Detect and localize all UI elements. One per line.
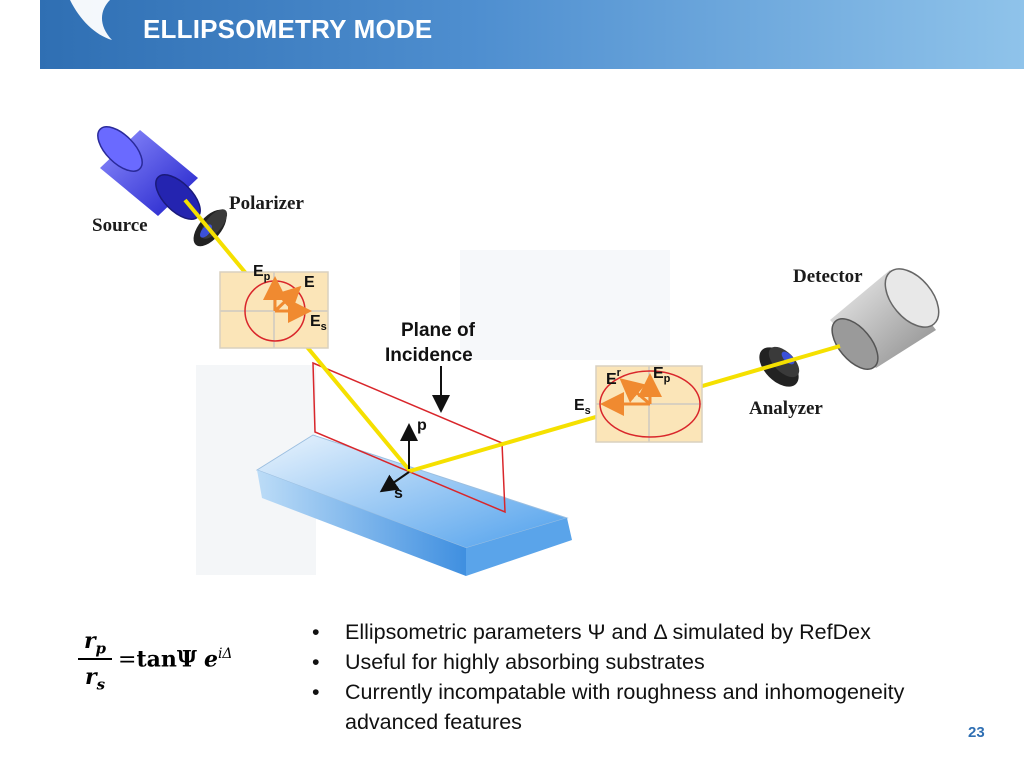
- background-panel: [460, 250, 670, 360]
- formula-rhs: =tanΨ eiΔ: [118, 646, 233, 673]
- incident-polarization-inset: [219, 271, 329, 349]
- incident-ep-label: Ep: [253, 263, 271, 283]
- formula-numerator: rp: [83, 628, 107, 658]
- reflected-e-label: Er: [606, 367, 622, 388]
- bullet-item: •Useful for highly absorbing substrates: [312, 650, 705, 674]
- source-label: Source: [92, 215, 148, 236]
- bullet-item: •Currently incompatable with roughness a…: [312, 680, 905, 734]
- page-title: ELLIPSOMETRY MODE: [143, 14, 433, 44]
- s-label: s: [394, 485, 403, 502]
- plane-of-incidence: [312, 361, 506, 514]
- title-banner: ELLIPSOMETRY MODE: [40, 0, 1024, 69]
- reflected-ep-label: Ep: [653, 365, 671, 385]
- plane-label-line2: Incidence: [385, 345, 473, 366]
- analyzer-element: [759, 346, 800, 387]
- polarizer-label: Polarizer: [229, 193, 304, 214]
- detector-cylinder: [830, 268, 940, 370]
- incident-es-label: Es: [310, 313, 327, 333]
- bullet-item: •Ellipsometric parameters Ψ and Δ simula…: [312, 620, 871, 644]
- p-label: p: [417, 417, 427, 434]
- bullet-list: •Ellipsometric parameters Ψ and Δ simula…: [312, 617, 992, 737]
- page-number: 23: [968, 724, 985, 741]
- analyzer-label: Analyzer: [749, 398, 823, 419]
- e-vector: [273, 285, 302, 313]
- source-cylinder: [97, 126, 201, 220]
- reflected-polarization-inset: [595, 365, 703, 443]
- detector-label: Detector: [793, 266, 863, 287]
- reflected-es-label: Es: [574, 397, 591, 417]
- ellipsometry-diagram: Source Polarizer Detector Analyzer p s P…: [92, 126, 940, 576]
- logo-swoosh-icon: [40, 0, 112, 40]
- formula-denominator: rs: [78, 658, 112, 694]
- formula-fraction: rp rs: [78, 624, 112, 694]
- plane-label-line1: Plane of: [401, 320, 476, 341]
- s-axis-arrow: [379, 471, 410, 493]
- sample-substrate: [255, 434, 572, 576]
- reflected-e-vector: [619, 378, 651, 406]
- incident-e-label: E: [304, 274, 315, 291]
